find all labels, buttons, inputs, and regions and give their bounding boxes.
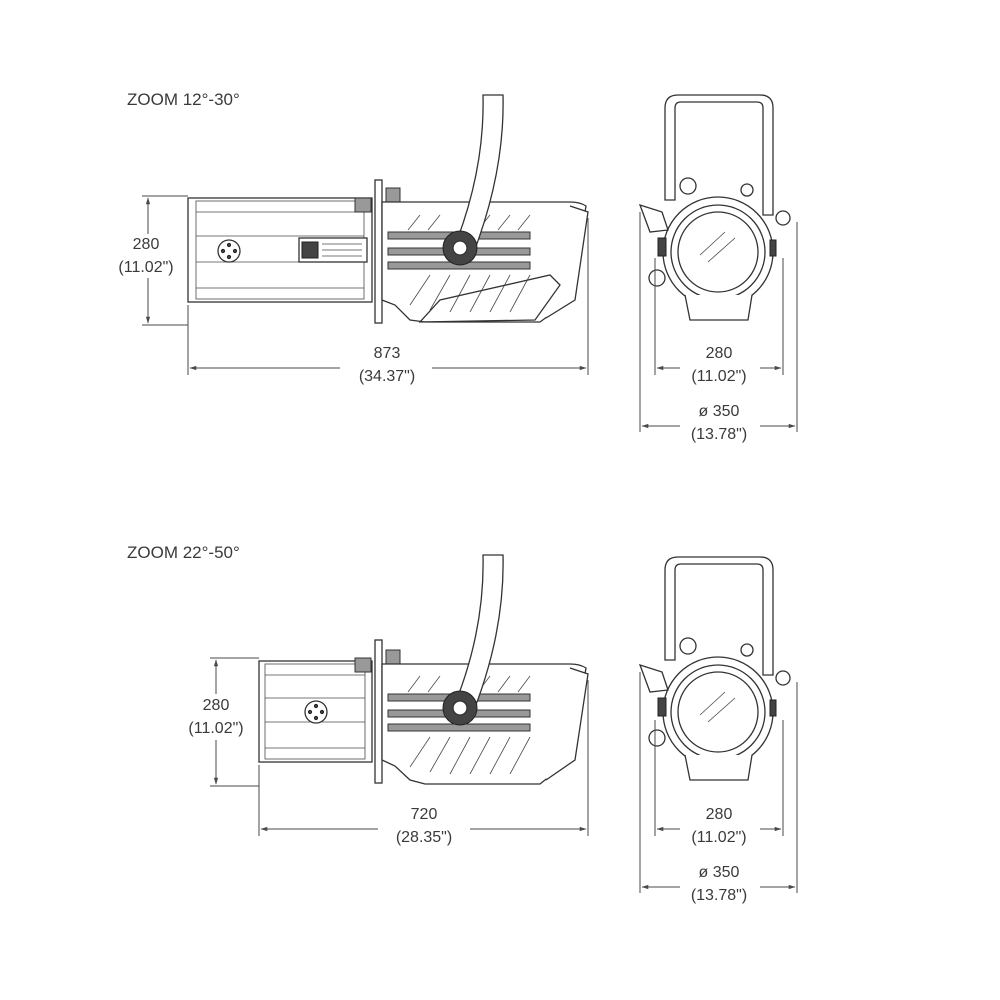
side-length-dimension-12-30 [187,218,589,386]
side-length-dimension-22-50 [258,680,589,847]
side-height-dimension-12-30 [108,195,188,326]
front-diameter-in-12-30: (13.78") [691,426,747,443]
front-diameter-in-22-50: (13.78") [691,887,747,904]
side-length-mm-22-50: 720 [411,806,438,823]
front-width-in-22-50: (11.02") [691,829,746,846]
side-height-dimension-22-50 [178,657,259,787]
front-diameter-mm-12-30: ø 350 [699,403,740,420]
side-length-mm-12-30: 873 [374,345,401,362]
view-title-zoom-12-30: ZOOM 12°-30° [127,90,240,109]
side-view-fixture-22-50 [258,554,589,785]
front-width-dimension-22-50 [654,720,784,847]
side-height-in-22-50: (11.02") [188,720,243,737]
side-view-fixture-12-30 [187,94,589,324]
front-diameter-dimension-22-50 [639,672,798,905]
side-height-mm-22-50: 280 [203,697,230,714]
side-length-in-22-50: (28.35") [396,829,452,846]
front-width-dimension-12-30 [654,258,784,386]
side-length-in-12-30: (34.37") [359,368,415,385]
front-view-fixture-12-30 [638,94,791,321]
front-diameter-mm-22-50: ø 350 [699,864,740,881]
front-view-fixture-22-50 [638,556,791,781]
front-diameter-dimension-12-30 [639,212,798,444]
side-height-in-12-30: (11.02") [118,259,173,276]
front-width-mm-22-50: 280 [706,806,733,823]
side-height-mm-12-30: 280 [133,236,160,253]
front-width-in-12-30: (11.02") [691,368,746,385]
view-title-zoom-22-50: ZOOM 22°-50° [127,543,240,562]
front-width-mm-12-30: 280 [706,345,733,362]
